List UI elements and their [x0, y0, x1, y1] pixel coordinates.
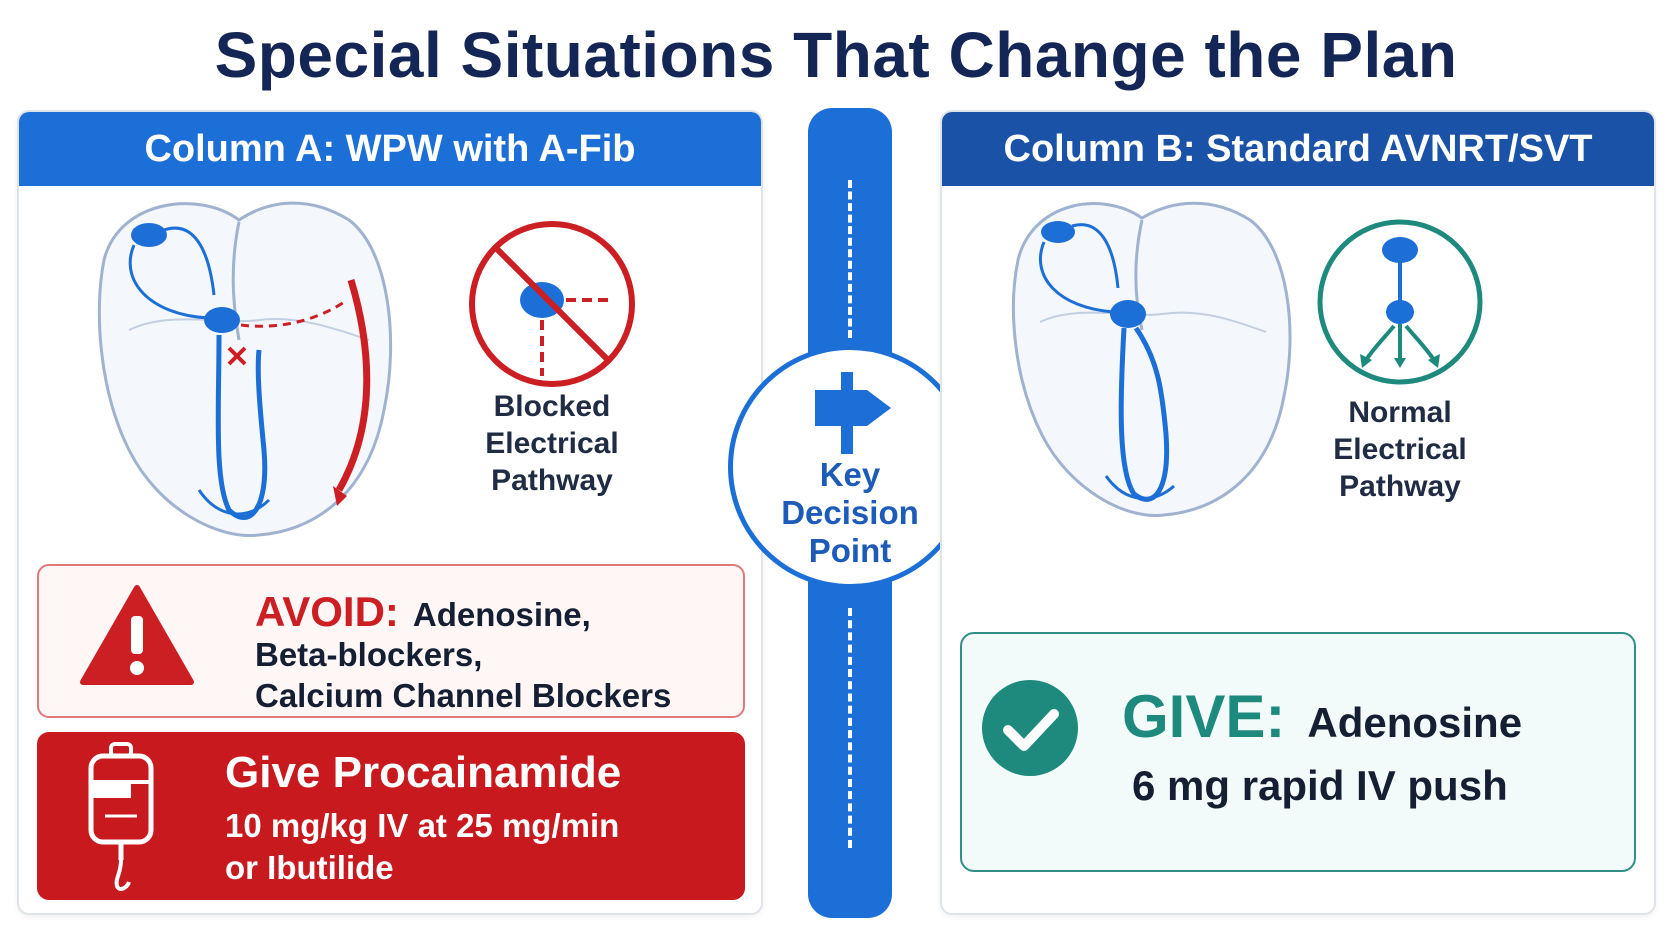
give-procainamide-box: Give Procainamide 10 mg/kg IV at 25 mg/m… [37, 732, 745, 900]
iv-bag-icon [88, 742, 154, 891]
heart-wpw-illustration [97, 201, 393, 538]
avoid-box: AVOID:Adenosine, Beta-blockers, Calcium … [37, 564, 745, 718]
normal-pathway-icon [1317, 219, 1483, 385]
give-b-line-1: GIVE:Adenosine [1122, 683, 1523, 750]
avoid-line-3: Calcium Channel Blockers [255, 677, 672, 714]
blocked-pathway-label: Blocked Electrical Pathway [485, 390, 619, 497]
divider-dash-top [848, 180, 852, 338]
heart-normal-illustration [1011, 201, 1292, 518]
decision-label: Key Decision Point [781, 456, 919, 569]
avoid-line-1: AVOID:Adenosine, [255, 588, 591, 635]
give-b-dose: 6 mg rapid IV push [1132, 762, 1508, 809]
give-a-title: Give Procainamide [225, 748, 622, 797]
divider-dash-bottom [848, 608, 852, 848]
blocked-pathway-icon [469, 221, 635, 387]
page-title: Special Situations That Change the Plan [214, 19, 1458, 91]
give-label: GIVE: [1122, 683, 1286, 750]
give-adenosine-box: GIVE:Adenosine 6 mg rapid IV push [960, 632, 1636, 872]
column-a-header: Column A: WPW with A-Fib [19, 112, 761, 186]
column-a-panel: Column A: WPW with A-Fib Blocked Electri… [17, 110, 763, 915]
give-a-alternative: or Ibutilide [225, 849, 394, 886]
key-decision-point: Key Decision Point [728, 345, 972, 589]
column-b-panel: Column B: Standard AVNRT/SVT Normal Elec… [940, 110, 1656, 915]
checkmark-icon [982, 680, 1078, 776]
signpost-arrow-icon [815, 372, 891, 454]
normal-pathway-label: Normal Electrical Pathway [1333, 396, 1467, 503]
avoid-line-2: Beta-blockers, [255, 636, 483, 673]
warning-icon [80, 585, 194, 685]
column-b-header: Column B: Standard AVNRT/SVT [942, 112, 1654, 186]
give-a-dose: 10 mg/kg IV at 25 mg/min [225, 807, 620, 844]
avoid-label: AVOID: [255, 588, 399, 635]
